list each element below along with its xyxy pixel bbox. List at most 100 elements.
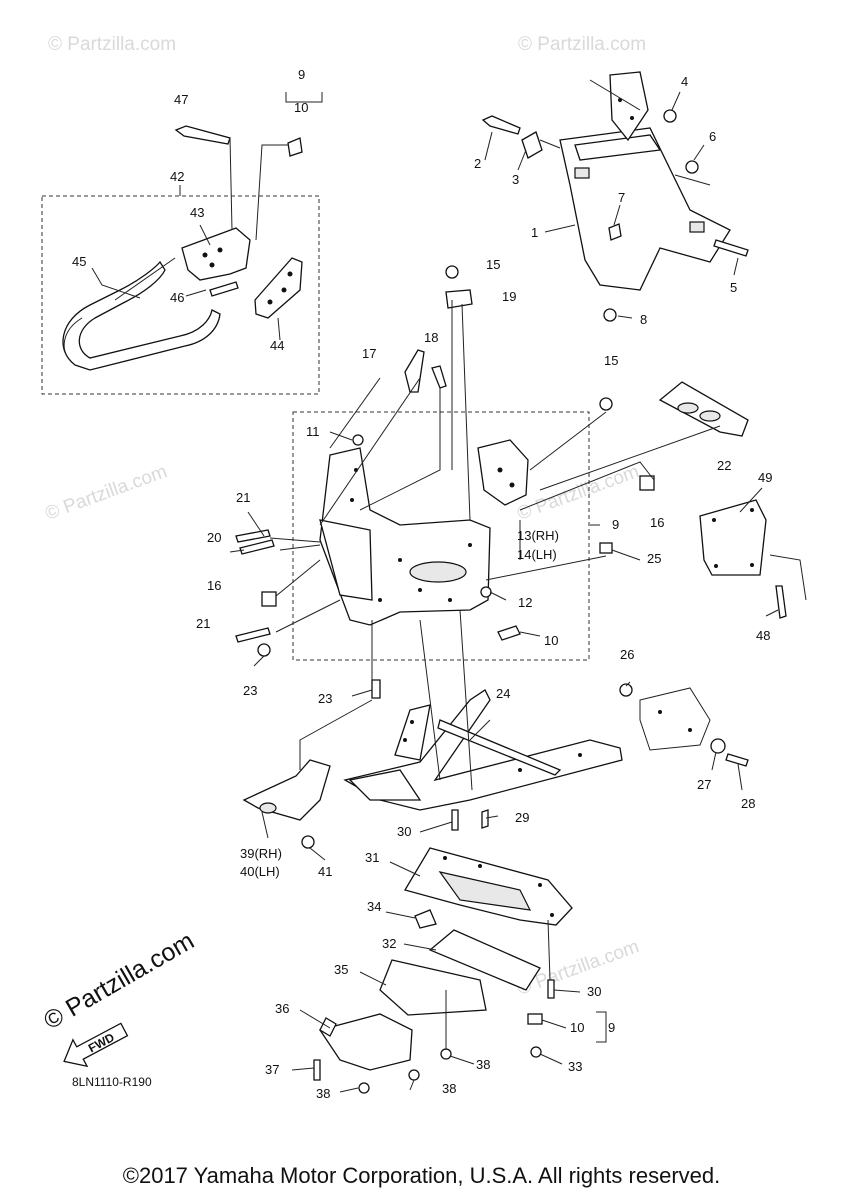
- plate-35: [379, 959, 487, 1016]
- part-24-frame: [343, 689, 623, 811]
- callout-28: 28: [741, 796, 755, 811]
- callout-30-lower: 30: [587, 984, 601, 999]
- leaders-lower: [291, 861, 607, 1093]
- part-45-bumper: [62, 260, 221, 371]
- screw-33: [530, 1046, 542, 1058]
- bolt-23-left: [257, 643, 271, 657]
- screw-29: [481, 809, 489, 829]
- part-22-plate: [658, 381, 749, 437]
- part-1-bracket: [559, 71, 731, 291]
- callout-17: 17: [362, 346, 376, 361]
- callout-9-mid: 9: [612, 517, 619, 532]
- nut-12: [480, 586, 492, 598]
- callout-16-left: 16: [207, 578, 221, 593]
- callout-14: 14(LH): [517, 547, 557, 562]
- callout-9-top: 9: [298, 67, 305, 82]
- grommet-16-right: [639, 475, 655, 491]
- part-9-front-frame: [319, 447, 491, 626]
- screw-11: [352, 434, 364, 446]
- part-44-plate: [254, 257, 303, 319]
- watermark-top-right: © Partzilla.com: [518, 34, 646, 55]
- callout-27: 27: [697, 777, 711, 792]
- bolt-37: [313, 1059, 321, 1081]
- bolt-5: [713, 239, 749, 257]
- callout-30-upper: 30: [397, 824, 411, 839]
- screw-15-right: [599, 397, 613, 411]
- bracket-34: [414, 909, 437, 929]
- callout-34: 34: [367, 899, 381, 914]
- callout-21-top: 21: [236, 490, 250, 505]
- callout-19: 19: [502, 289, 516, 304]
- callout-16-right: 16: [650, 515, 664, 530]
- watermark-top-left: © Partzilla.com: [48, 34, 176, 55]
- clip-9-10: [287, 137, 303, 157]
- callout-10-lower: 10: [570, 1020, 584, 1035]
- callout-1: 1: [531, 225, 538, 240]
- callout-48: 48: [756, 628, 770, 643]
- callout-18: 18: [424, 330, 438, 345]
- callout-23-bottom: 23: [318, 691, 332, 706]
- callout-49: 49: [758, 470, 772, 485]
- nut-41: [301, 835, 315, 849]
- callout-15-top: 15: [486, 257, 500, 272]
- frame-ghost-right: [769, 554, 807, 601]
- watermark-mid-right: © Partzilla.com: [515, 461, 642, 525]
- leaders-kit-9: [229, 300, 721, 697]
- diagram-code: 8LN1110-R190: [72, 1075, 152, 1089]
- bolt-47: [174, 125, 231, 145]
- leaders-top-right: [484, 79, 739, 319]
- callout-11: 11: [306, 424, 320, 439]
- callout-46: 46: [170, 290, 184, 305]
- brand-watermark: © Partzilla.com: [39, 927, 199, 1035]
- callout-5: 5: [730, 280, 737, 295]
- part-43-bracket: [181, 227, 251, 281]
- leaders-kit-42: [91, 92, 323, 341]
- callout-42: 42: [170, 169, 184, 184]
- callout-35: 35: [334, 962, 348, 977]
- nut-6: [685, 160, 699, 174]
- callout-25: 25: [647, 551, 661, 566]
- callout-47: 47: [174, 92, 188, 107]
- callout-20: 20: [207, 530, 221, 545]
- rivet-30-lower: [547, 979, 555, 999]
- callout-31: 31: [365, 850, 379, 865]
- callout-23-left: 23: [243, 683, 257, 698]
- washer-27: [710, 738, 726, 754]
- callout-9-lower: 9: [608, 1020, 615, 1035]
- callout-33: 33: [568, 1059, 582, 1074]
- callout-15-right: 15: [604, 353, 618, 368]
- part-39-40-mount: [242, 759, 331, 821]
- seal-18: [431, 365, 447, 389]
- callout-7: 7: [618, 190, 625, 205]
- rivet-21-bottom: [235, 627, 271, 643]
- callout-38-left: 38: [316, 1086, 330, 1101]
- bolt-28: [725, 753, 749, 767]
- nut-4: [663, 109, 677, 123]
- nut-26: [619, 683, 633, 697]
- callout-38-mid: 38: [476, 1057, 490, 1072]
- callout-43: 43: [190, 205, 204, 220]
- nut-25: [599, 542, 613, 554]
- callout-36: 36: [275, 1001, 289, 1016]
- callout-labels: 1 2 3 4 5 6 7 8 9 10 42 47 43 45 46 44 1…: [72, 67, 772, 1101]
- seal-17: [404, 349, 425, 393]
- callout-39: 39(RH): [240, 846, 282, 861]
- screw-7: [608, 223, 622, 241]
- bracket-19: [445, 289, 473, 309]
- leaders-mid: [261, 487, 779, 861]
- copyright-notice: ©2017 Yamaha Motor Corporation, U.S.A. A…: [122, 1163, 721, 1188]
- watermark-mid-left: © Partzilla.com: [43, 461, 170, 525]
- callout-24: 24: [496, 686, 510, 701]
- bolt-46: [209, 281, 239, 297]
- callout-44: 44: [270, 338, 284, 353]
- part-13-14-hinge: [477, 439, 529, 506]
- callout-45: 45: [72, 254, 86, 269]
- clip-10-mid: [497, 625, 521, 641]
- callout-29: 29: [515, 810, 529, 825]
- callout-41: 41: [318, 864, 332, 879]
- screw-38-bottom: [408, 1069, 420, 1081]
- callout-40: 40(LH): [240, 864, 280, 879]
- clip-3: [521, 131, 543, 159]
- callout-13: 13(RH): [517, 528, 559, 543]
